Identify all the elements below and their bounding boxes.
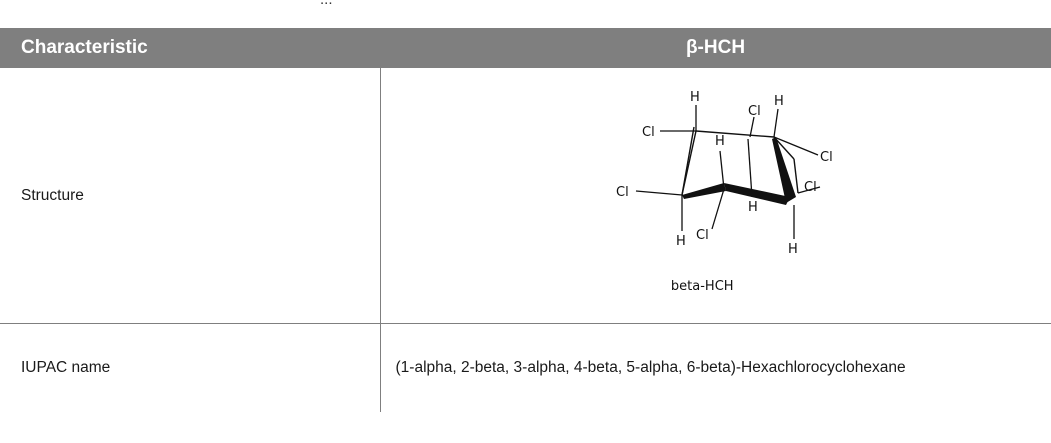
cut-off-caption: ...	[0, 0, 1051, 28]
atom-cl-mid-low: Cl	[696, 228, 709, 243]
wedge-front-right	[724, 183, 791, 205]
bond-h-right	[773, 108, 779, 138]
atom-h-right-top: H	[774, 94, 784, 109]
table-row-iupac: IUPAC name (1-alpha, 2-beta, 3-alpha, 4-…	[0, 323, 1051, 412]
header-compound: β-HCH	[380, 28, 1051, 68]
header-characteristic: Characteristic	[0, 28, 380, 68]
atom-cl-left: Cl	[616, 185, 629, 200]
bond-c4-c5	[773, 136, 795, 160]
structure-figure: H Cl H Cl H Cl Cl Cl H H Cl H	[572, 79, 832, 307]
structure-cell: H Cl H Cl H Cl Cl Cl H H Cl H	[380, 68, 1051, 324]
bond-cl-mid-low	[711, 188, 725, 230]
structure-label: Structure	[0, 68, 381, 324]
bond-cl-left	[636, 190, 683, 196]
bond-c2-c3	[681, 126, 695, 196]
atom-cl-top: Cl	[748, 104, 761, 119]
structure-caption: beta-HCH	[670, 279, 734, 294]
bond-cl-right-low	[798, 186, 821, 194]
bond-h-mid	[719, 150, 725, 190]
iupac-value: (1-alpha, 2-beta, 3-alpha, 4-beta, 5-alp…	[380, 323, 1051, 412]
bond-mid-down	[747, 138, 753, 198]
table-header-row: Characteristic β-HCH	[0, 28, 1051, 68]
atom-cl-right-low: Cl	[804, 180, 817, 195]
substituent-bonds	[636, 105, 821, 239]
atom-h-mid-lower: H	[748, 200, 758, 215]
ring-bonds	[681, 126, 799, 196]
atom-cl-left-upper: Cl	[642, 125, 655, 140]
bond-cl-right	[774, 136, 819, 156]
atom-h-top: H	[690, 90, 700, 105]
bond-c5-c6	[793, 158, 799, 194]
atom-h-lower-left: H	[676, 234, 686, 249]
atom-cl-right: Cl	[820, 150, 832, 165]
atom-h-mid-upper: H	[715, 134, 725, 149]
wedge-right	[772, 137, 797, 203]
bond-back-top	[696, 130, 775, 138]
properties-table: Characteristic β-HCH Structure	[0, 28, 1051, 412]
chair-conformation-diagram: H Cl H Cl H Cl Cl Cl H H Cl H	[616, 90, 832, 257]
wedge-front-left	[682, 183, 727, 199]
table-row-structure: Structure	[0, 68, 1051, 324]
caption-text: ...	[320, 0, 333, 8]
iupac-label: IUPAC name	[0, 323, 381, 412]
bond-cl-top	[749, 116, 755, 138]
atom-h-bottom: H	[788, 242, 798, 257]
